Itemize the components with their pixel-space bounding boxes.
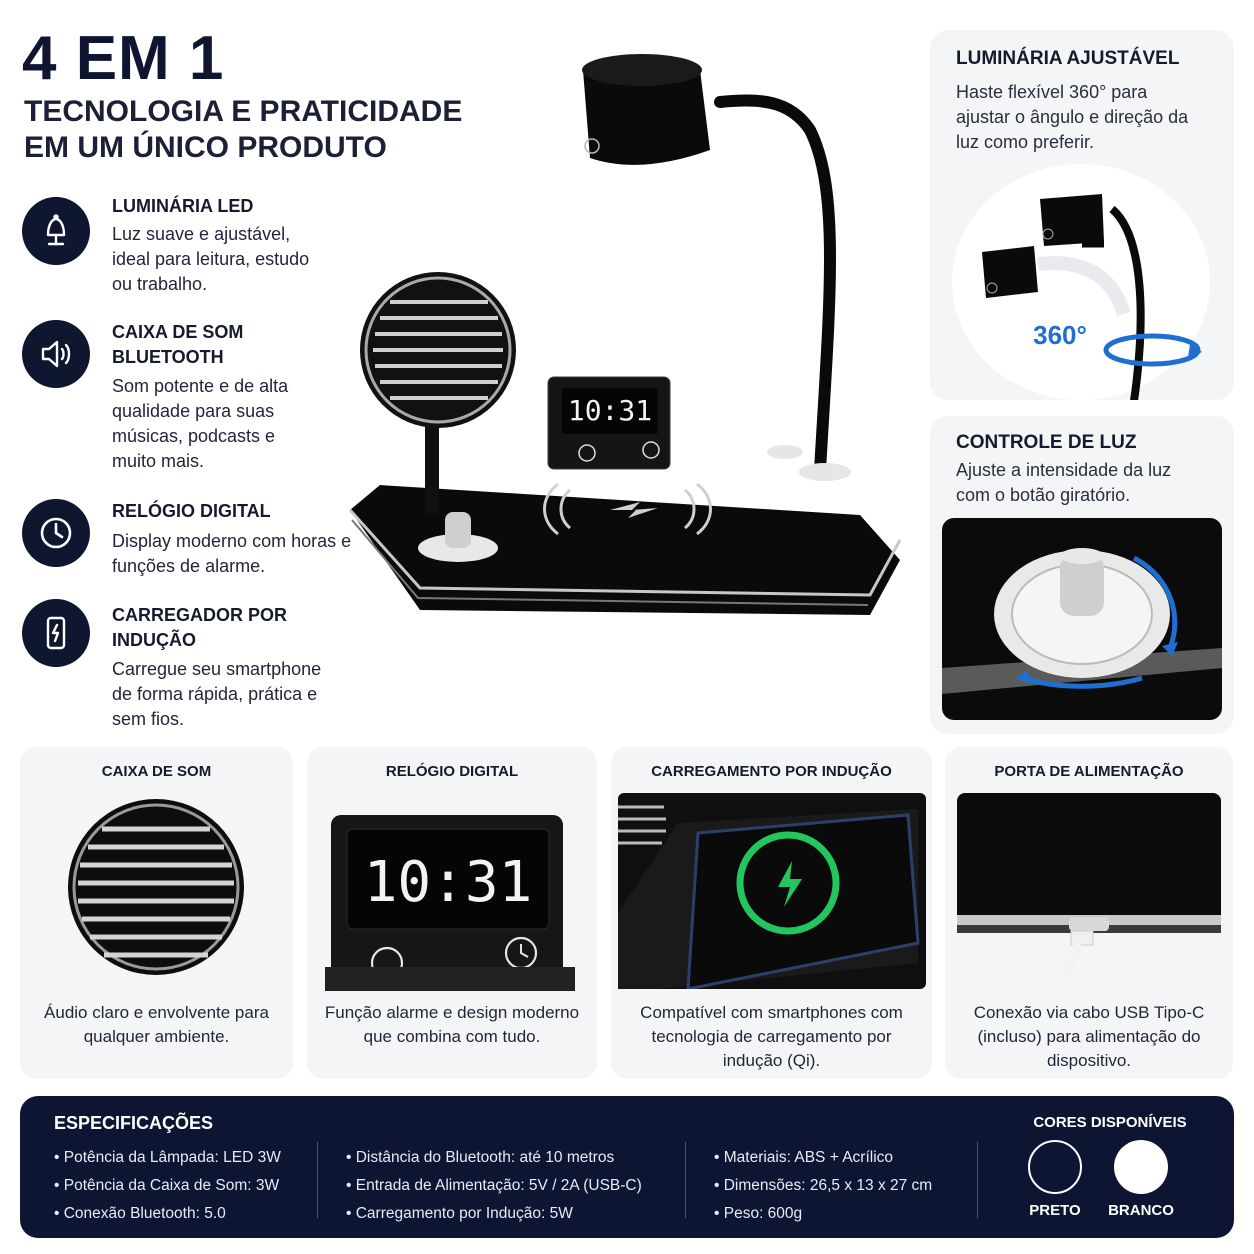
lamp-icon xyxy=(22,197,90,265)
bottom-card-power-port: PORTA DE ALIMENTAÇÃO Conexão via cabo US… xyxy=(945,747,1233,1079)
spec-item: Dimensões: 26,5 x 13 x 27 cm xyxy=(714,1172,933,1200)
card-title: LUMINÁRIA AJUSTÁVEL xyxy=(956,48,1180,69)
spec-item: Potência da Lâmpada: LED 3W xyxy=(54,1144,281,1172)
card-lamp-adjustable: LUMINÁRIA AJUSTÁVEL Haste flexível 360° … xyxy=(930,30,1234,415)
clock-display: 10:31 xyxy=(364,850,533,915)
card-text: Compatível com smartphones com tecnologi… xyxy=(640,1003,903,1070)
color-label-black: PRETO xyxy=(1029,1202,1081,1219)
feature-title: CAIXA DE SOM BLUETOOTH xyxy=(112,322,244,367)
spec-item: Materiais: ABS + Acrílico xyxy=(714,1144,932,1172)
speaker-closeup-image xyxy=(68,799,244,975)
card-text: Ajuste a intensidade da luz com o botão … xyxy=(956,460,1172,505)
divider xyxy=(317,1142,318,1218)
card-text: Haste flexível 360° para ajustar o ângul… xyxy=(956,82,1189,152)
card-title: CAIXA DE SOM xyxy=(101,763,212,780)
card-title: CARREGAMENTO POR INDUÇÃO xyxy=(651,763,892,780)
divider xyxy=(685,1142,686,1218)
charging-closeup-image xyxy=(618,793,926,989)
spec-item: Potência da Caixa de Som: 3W xyxy=(54,1172,281,1200)
specs-column-1: Potência da Lâmpada: LED 3W Potência da … xyxy=(54,1144,281,1228)
feature-desc: Display moderno com horas e funções de a… xyxy=(112,531,352,576)
card-text: Áudio claro e envolvente para qualquer a… xyxy=(44,1003,269,1046)
card-title: RELÓGIO DIGITAL xyxy=(385,763,519,780)
spec-item: Peso: 600g xyxy=(714,1200,932,1228)
page-subtitle: TECNOLOGIA E PRATICIDADE EM UM ÚNICO PRO… xyxy=(24,95,463,164)
spec-item: Distância do Bluetooth: até 10 metros xyxy=(346,1144,642,1172)
color-swatch-white[interactable] xyxy=(1114,1140,1168,1194)
lamp-360-illustration: 360° xyxy=(952,164,1210,415)
spec-item: Entrada de Alimentação: 5V / 2A (USB-C) xyxy=(346,1172,642,1200)
color-label-white: BRANCO xyxy=(1108,1202,1174,1219)
spec-item: Conexão Bluetooth: 5.0 xyxy=(54,1200,281,1228)
bottom-card-charging: CARREGAMENTO POR INDUÇÃO Compatível com … xyxy=(611,747,932,1079)
feature-desc: Som potente e de alta qualidade para sua… xyxy=(112,376,289,471)
color-swatch-black[interactable] xyxy=(1028,1140,1082,1194)
card-text: Conexão via cabo USB Tipo-C (incluso) pa… xyxy=(973,1003,1205,1070)
card-title: CONTROLE DE LUZ xyxy=(956,432,1137,453)
phone-charging-icon xyxy=(22,599,90,667)
product-clock-display: 10:31 xyxy=(568,394,652,427)
clock-icon xyxy=(22,499,90,567)
product-image: 10:31 xyxy=(348,54,902,615)
specs-column-3: Materiais: ABS + Acrílico Dimensões: 26,… xyxy=(714,1144,933,1228)
page-title: 4 EM 1 xyxy=(22,24,225,93)
usb-c-port-image xyxy=(957,793,1221,989)
bottom-card-clock: RELÓGIO DIGITAL 10:31 Função alarme e de… xyxy=(307,747,597,1079)
speaker-icon xyxy=(22,320,90,388)
specs-column-2: Distância do Bluetooth: até 10 metros En… xyxy=(346,1144,642,1228)
card-text: Função alarme e design moderno que combi… xyxy=(324,1003,580,1046)
clock-closeup-image: 10:31 xyxy=(325,815,575,991)
specifications-panel: ESPECIFICAÇÕES Potência da Lâmpada: LED … xyxy=(20,1096,1234,1238)
feature-desc: Luz suave e ajustável, ideal para leitur… xyxy=(112,224,310,294)
specs-title: ESPECIFICAÇÕES xyxy=(54,1113,214,1133)
spec-item: Carregamento por Indução: 5W xyxy=(346,1200,642,1228)
card-light-control: CONTROLE DE LUZ Ajuste a intensidade da … xyxy=(930,416,1234,734)
card-title: PORTA DE ALIMENTAÇÃO xyxy=(994,763,1184,780)
feature-desc: Carregue seu smartphone de forma rápida,… xyxy=(112,659,322,729)
feature-title: RELÓGIO DIGITAL xyxy=(112,501,271,521)
divider xyxy=(977,1142,978,1218)
bottom-card-speaker: CAIXA DE SOM Áudio claro e envolvente pa… xyxy=(20,747,293,1079)
feature-title: LUMINÁRIA LED xyxy=(112,196,254,216)
colors-title: CORES DISPONÍVEIS xyxy=(1033,1114,1187,1131)
badge-360: 360° xyxy=(1033,320,1087,350)
dial-knob-illustration xyxy=(942,518,1222,720)
feature-title: CARREGADOR POR INDUÇÃO xyxy=(112,605,288,650)
